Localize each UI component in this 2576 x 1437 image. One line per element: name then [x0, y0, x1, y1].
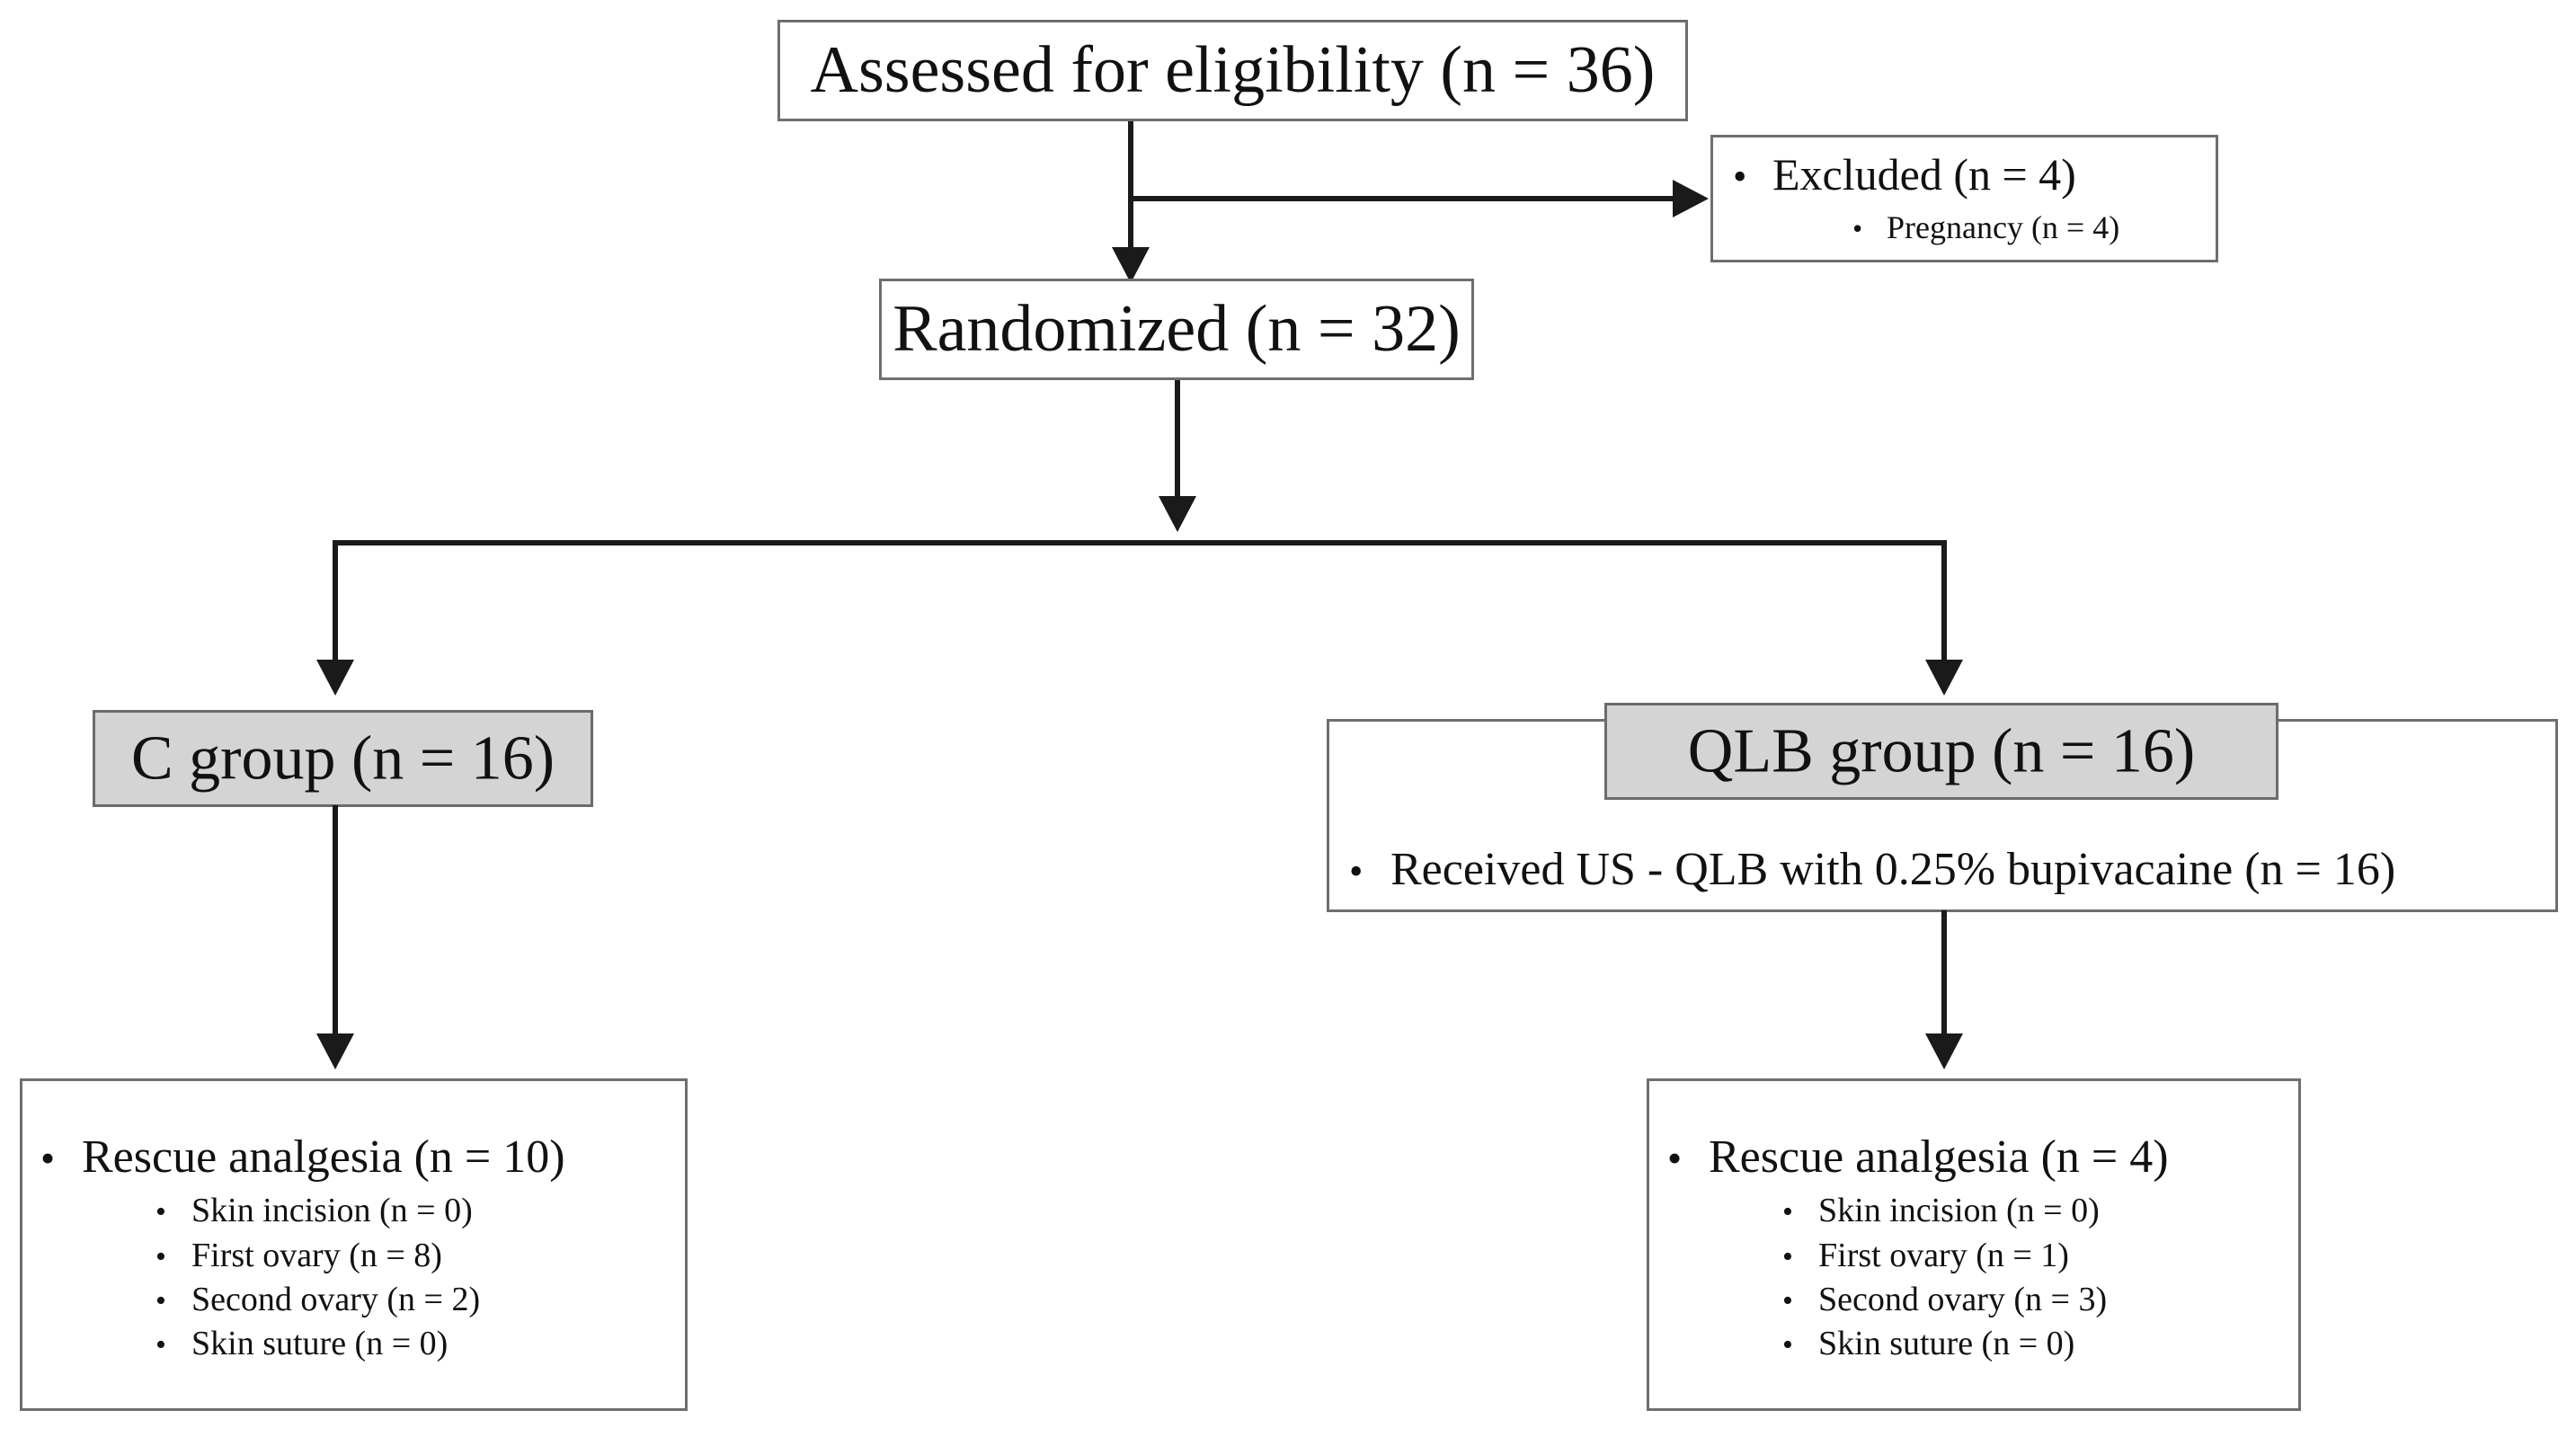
bullet-icon: •: [1667, 1135, 1683, 1181]
connector-assessed-to-randomized: [1128, 121, 1133, 258]
excluded-list: • Excluded (n = 4) • Pregnancy (n = 4): [1713, 150, 2216, 247]
excluded-sub-row: • Pregnancy (n = 4): [1713, 208, 2216, 247]
randomized-label: Randomized (n = 32): [893, 291, 1461, 366]
assessed-label: Assessed for eligibility (n = 36): [810, 32, 1656, 107]
excluded-primary-row: • Excluded (n = 4): [1713, 150, 2216, 200]
qlb-outcome-primary-label: Rescue analgesia (n = 4): [1709, 1131, 2169, 1183]
qlb-outcome-list: • Rescue analgesia (n = 4) • Skin incisi…: [1649, 1131, 2298, 1367]
c-outcome-sub-row: • Skin suture (n = 0): [22, 1322, 685, 1366]
connector-split-right-down: [1941, 540, 1947, 664]
excluded-sub-label: Pregnancy (n = 4): [1887, 209, 2120, 245]
c-outcome-sub-row: • Skin incision (n = 0): [22, 1189, 685, 1233]
c-outcome-sub-row: • First ovary (n = 8): [22, 1234, 685, 1278]
c-outcome-sub-label: Skin suture (n = 0): [191, 1325, 449, 1363]
c-outcome-sub-label: Skin incision (n = 0): [191, 1192, 473, 1230]
arrowhead-qlb-to-outcome: [1925, 1033, 1963, 1069]
arrowhead-assessed-to-randomized: [1112, 247, 1150, 283]
arrowhead-split-right: [1925, 660, 1963, 696]
c-outcome-list: • Rescue analgesia (n = 10) • Skin incis…: [22, 1131, 685, 1367]
qlb-outcome-sub-row: • First ovary (n = 1): [1649, 1234, 2298, 1278]
connector-randomized-down: [1175, 380, 1180, 507]
node-c-group: C group (n = 16): [93, 710, 593, 807]
qlb-intervention-row: • Received US - QLB with 0.25% bupivacai…: [1329, 844, 2555, 895]
c-outcome-sub-row: • Second ovary (n = 2): [22, 1278, 685, 1322]
node-qlb-group: QLB group (n = 16): [1604, 703, 2278, 800]
qlb-outcome-sub-row: • Skin suture (n = 0): [1649, 1322, 2298, 1366]
arrowhead-split-left: [316, 660, 354, 696]
c-outcome-primary-row: • Rescue analgesia (n = 10): [22, 1131, 685, 1184]
qlb-outcome-sub-label: Skin suture (n = 0): [1818, 1325, 2075, 1363]
node-excluded: • Excluded (n = 4) • Pregnancy (n = 4): [1710, 135, 2218, 262]
bullet-icon: •: [1782, 1239, 1793, 1273]
connector-qlb-to-outcome: [1941, 910, 1947, 1037]
bullet-icon: •: [1782, 1195, 1793, 1229]
qlb-group-label: QLB group (n = 16): [1687, 716, 2196, 786]
qlb-outcome-sub-row: • Skin incision (n = 0): [1649, 1189, 2298, 1233]
c-outcome-primary-label: Rescue analgesia (n = 10): [82, 1131, 565, 1183]
bullet-icon: •: [1733, 155, 1747, 199]
node-assessed-for-eligibility: Assessed for eligibility (n = 36): [777, 20, 1688, 121]
node-qlb-group-outcome: • Rescue analgesia (n = 4) • Skin incisi…: [1647, 1078, 2301, 1411]
c-outcome-sub-label: Second ovary (n = 2): [191, 1281, 481, 1319]
bullet-icon: •: [40, 1135, 56, 1181]
qlb-outcome-sub-label: Skin incision (n = 0): [1818, 1192, 2100, 1230]
qlb-outcome-primary-row: • Rescue analgesia (n = 4): [1649, 1131, 2298, 1184]
c-group-label: C group (n = 16): [130, 723, 555, 794]
excluded-primary-label: Excluded (n = 4): [1772, 149, 2076, 200]
qlb-outcome-sub-label: First ovary (n = 1): [1818, 1236, 2069, 1274]
arrowhead-to-excluded: [1673, 180, 1709, 217]
arrowhead-c-group-to-outcome: [316, 1033, 354, 1069]
qlb-intervention-label: Received US - QLB with 0.25% bupivacaine…: [1390, 843, 2396, 895]
connector-split-horizontal: [333, 540, 1947, 546]
connector-split-left-down: [333, 540, 338, 664]
connector-c-group-to-outcome: [333, 805, 338, 1037]
bullet-icon: •: [1782, 1284, 1793, 1318]
bullet-icon: •: [155, 1239, 166, 1273]
qlb-intervention-list: • Received US - QLB with 0.25% bupivacai…: [1329, 844, 2555, 895]
node-c-group-outcome: • Rescue analgesia (n = 10) • Skin incis…: [20, 1078, 688, 1411]
c-outcome-sub-label: First ovary (n = 8): [191, 1236, 442, 1274]
qlb-outcome-sub-row: • Second ovary (n = 3): [1649, 1278, 2298, 1322]
bullet-icon: •: [155, 1284, 166, 1318]
bullet-icon: •: [1852, 212, 1863, 244]
connector-to-excluded: [1128, 196, 1674, 201]
arrowhead-randomized-down: [1159, 496, 1196, 532]
bullet-icon: •: [1349, 848, 1364, 893]
qlb-outcome-sub-label: Second ovary (n = 3): [1818, 1281, 2108, 1319]
bullet-icon: •: [155, 1328, 166, 1362]
bullet-icon: •: [1782, 1328, 1793, 1362]
node-randomized: Randomized (n = 32): [879, 279, 1474, 380]
bullet-icon: •: [155, 1195, 166, 1229]
